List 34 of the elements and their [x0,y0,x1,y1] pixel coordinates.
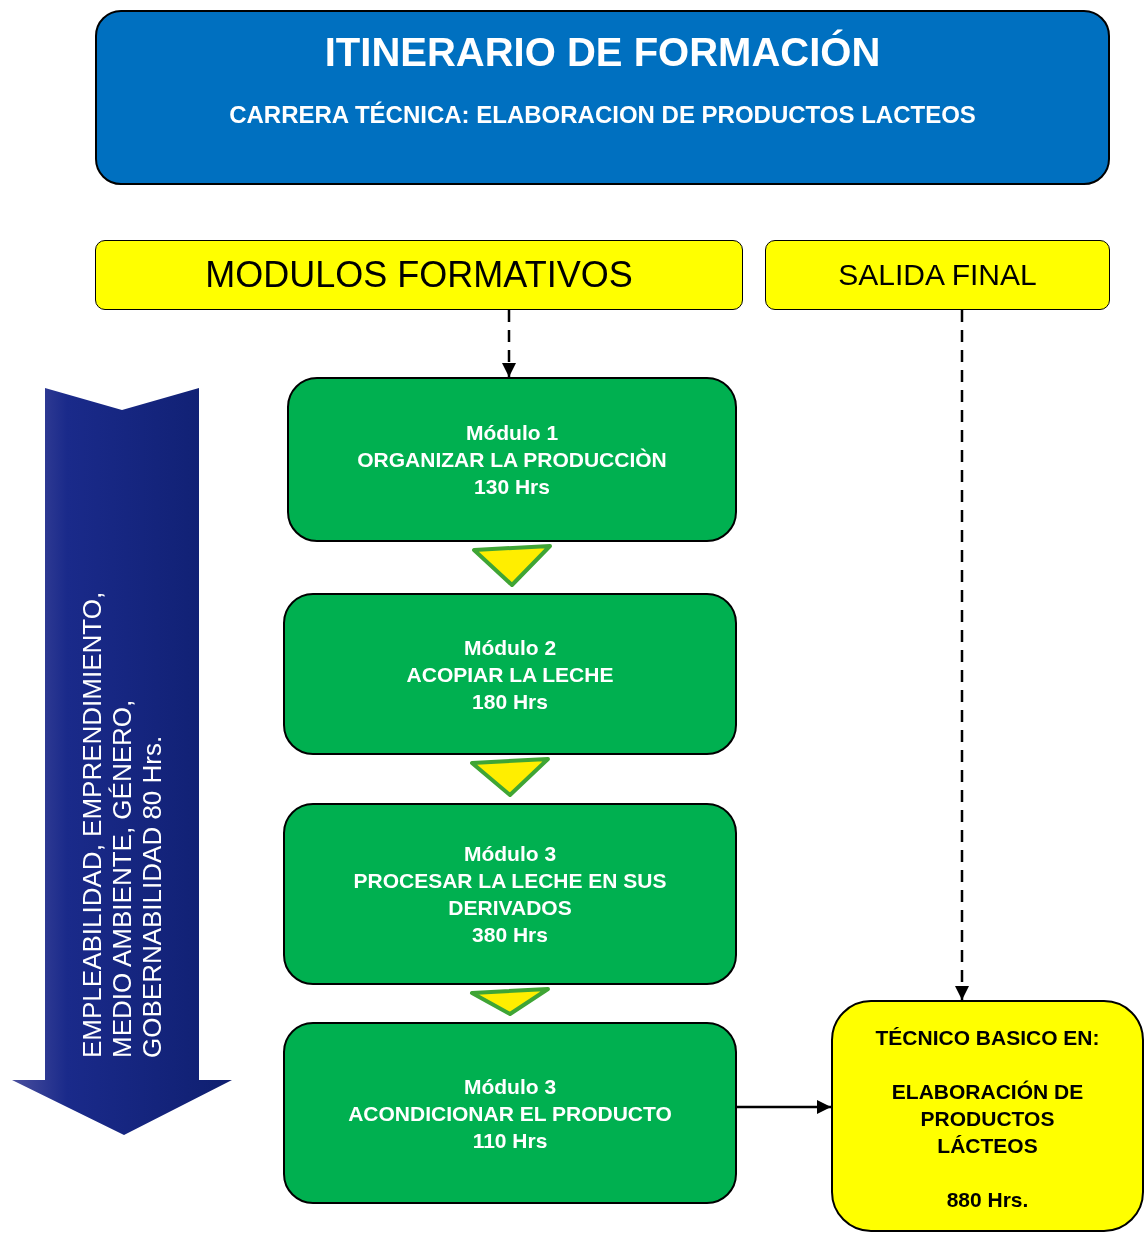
header-box [95,240,743,310]
arrow [737,1100,831,1114]
outcome-box [831,1000,1144,1232]
module-box [283,803,737,985]
module-number: Módulo 3 [463,841,557,867]
module-box [287,377,737,542]
chevron-arrow [472,544,552,587]
module-hours: 130 Hrs [474,474,550,500]
module-title: ACONDICIONAR EL PRODUCTO [348,1100,672,1127]
module-title: ACOPIAR LA LECHE [406,661,614,688]
subtitle: CARRERA TÉCNICA: ELABORACION DE PRODUCTOS LACTEOS [229,101,976,129]
module-box [283,1022,737,1204]
module-number: Módulo 2 [463,634,557,661]
arrow [502,310,516,377]
module-box [283,593,737,755]
title-banner [95,10,1110,185]
module-hours: 180 Hrs [472,688,548,715]
outcome-heading: TÉCNICO BASICO EN: [875,1025,1100,1051]
topic-text: EMPLEABILIDAD, EMPRENDIMIENTO, MEDIO AMBIENTE, GÉNERO, GOBERNABILIDAD 80 Hrs. [77,590,167,1058]
outcome-hours: 880 Hrs. [946,1187,1029,1213]
chevron-arrow [470,987,550,1016]
module-title: PROCESAR LA LECHE EN SUS DERIVADOS [352,868,668,921]
module-hours: 110 Hrs [472,1127,548,1154]
module-title: ORGANIZAR LA PRODUCCIÒN [357,447,667,473]
header-text: MODULOS FORMATIVOS [205,254,633,296]
chevron-arrow [470,757,550,797]
module-number: Módulo 1 [465,420,559,446]
arrow [955,310,969,1000]
header-box [765,240,1110,310]
module-hours: 380 Hrs [472,922,548,948]
header-text: SALIDA FINAL [838,258,1037,292]
module-number: Módulo 3 [463,1073,557,1100]
title: ITINERARIO DE FORMACIÓN [324,30,881,75]
outcome-title: ELABORACIÓN DE PRODUCTOS LÁCTEOS [890,1079,1085,1159]
